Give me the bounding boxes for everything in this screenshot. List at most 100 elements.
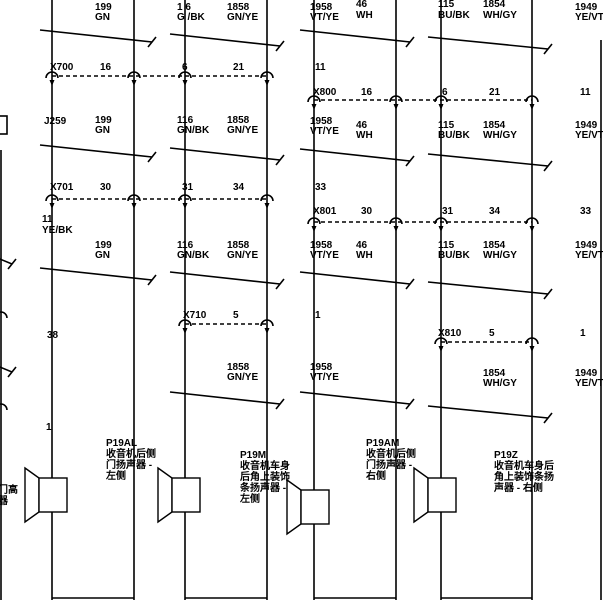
connector-x710-socket-1 bbox=[260, 319, 274, 327]
shield-end-2 bbox=[405, 36, 415, 48]
pin-label-p-x801-34: 34 bbox=[489, 206, 501, 217]
circuit-label-c3c-col: GN/YE bbox=[227, 250, 258, 261]
circuit-label-c6c-col: BU/BK bbox=[438, 250, 470, 261]
shield-end-4 bbox=[147, 151, 157, 163]
circuit-label-c1c-num: 199 bbox=[95, 240, 112, 251]
connector-x801-socket-1 bbox=[389, 217, 403, 225]
pin-label-p-x801: X801 bbox=[313, 206, 337, 217]
pin-label-p-x700-6: 6 bbox=[182, 62, 188, 73]
inline-connectors bbox=[0, 71, 539, 411]
speakers bbox=[24, 466, 457, 536]
pin-label-p-x700-21: 21 bbox=[233, 62, 245, 73]
shield-line-5 bbox=[169, 147, 281, 161]
connector-x701-pin-2 bbox=[182, 203, 188, 209]
component-label-p19am-0: P19AM bbox=[366, 438, 399, 449]
connector-x800-pin-2 bbox=[438, 104, 444, 110]
circuit-label-c8d-num: 1949 bbox=[575, 368, 598, 379]
circuit-label-c8a-col: YE/VT bbox=[575, 12, 603, 23]
connector-x810-socket-0 bbox=[434, 337, 448, 345]
circuit-label-c7c-num: 1854 bbox=[483, 240, 506, 251]
circuit-label-c5b-num: 46 bbox=[356, 120, 368, 131]
connector-x801-socket-3 bbox=[525, 217, 539, 225]
connector-x800-socket-1 bbox=[389, 95, 403, 103]
component-label-p19z-1: 收音机车身后 bbox=[494, 459, 554, 472]
circuit-label-c6a-col: BU/BK bbox=[438, 10, 470, 21]
shield-line-13 bbox=[299, 391, 411, 405]
shield-twists bbox=[0, 29, 553, 424]
connector-x810-socket-1 bbox=[525, 337, 539, 345]
pin-label-p-x810-1: 1 bbox=[580, 328, 586, 339]
component-label-p19z-3: 声器 - 右侧 bbox=[493, 481, 543, 494]
speaker-p19z-body bbox=[427, 477, 457, 513]
connector-x700-socket-0 bbox=[45, 71, 59, 79]
component-label-left-edge-1: 器 bbox=[0, 495, 9, 507]
connector-x801-pin-3 bbox=[529, 226, 535, 232]
shield-end-14 bbox=[543, 412, 553, 424]
circuit-label-c1a-col: GN bbox=[95, 12, 110, 23]
pin-label-p-x800-11: 11 bbox=[580, 87, 591, 98]
circuit-label-c5c-num: 46 bbox=[356, 240, 368, 251]
component-label-p19al-0: P19AL bbox=[106, 438, 137, 449]
component-label-p19al-3: 左侧 bbox=[105, 469, 126, 482]
circuit-label-c8d-col: YE/VT bbox=[575, 378, 603, 389]
circuit-label-c6b-num: 115 bbox=[438, 120, 455, 131]
component-label-p19m-2: 后角上装饰 bbox=[240, 470, 290, 483]
connector-x700-socket-1 bbox=[127, 71, 141, 79]
connector-x800-socket-2 bbox=[434, 95, 448, 103]
connector-x701-pin-1 bbox=[131, 203, 137, 209]
circuit-label-c7c-col: WH/GY bbox=[483, 250, 517, 261]
connector-x701-pin-0 bbox=[49, 203, 55, 209]
circuit-label-c8a-num: 1949 bbox=[575, 2, 598, 13]
connector-x801-pin-1 bbox=[393, 226, 399, 232]
pin-label-p-x701-30: 30 bbox=[100, 182, 112, 193]
pin-label-p-x801-33: 33 bbox=[580, 206, 592, 217]
circuit-label-c6a-num: 115 bbox=[438, 0, 455, 10]
connector-x701-pin-3 bbox=[264, 203, 270, 209]
shield-end-9 bbox=[275, 278, 285, 290]
component-label-p19z-2: 角上装饰条扬 bbox=[494, 470, 554, 483]
pin-label-p-left-1: 1 bbox=[46, 422, 52, 433]
shield-end-0 bbox=[147, 36, 157, 48]
circuit-label-c2b-col: GN/BK bbox=[177, 125, 210, 136]
connector-x700-socket-2 bbox=[178, 71, 192, 79]
circuit-label-c7b-num: 1854 bbox=[483, 120, 506, 131]
connector-x800-socket-0 bbox=[307, 95, 321, 103]
shield-end-3 bbox=[543, 43, 553, 55]
pin-label-p-x800-6: 6 bbox=[442, 87, 448, 98]
shield-end-16 bbox=[7, 366, 17, 378]
circuit-label-c4a-col: VT/YE bbox=[310, 12, 339, 23]
component-label-p19m-0: P19M bbox=[240, 450, 266, 461]
pin-label-p-x701-34: 34 bbox=[233, 182, 245, 193]
circuit-label-c1c-col: GN bbox=[95, 250, 110, 261]
circuit-label-c0c-num: 11 bbox=[42, 214, 53, 225]
connector-x710-pin-0 bbox=[182, 328, 188, 334]
circuit-label-c4c-num: 1958 bbox=[310, 240, 333, 251]
shield-end-12 bbox=[275, 398, 285, 410]
pin-label-p-x810: X810 bbox=[438, 328, 462, 339]
circuit-label-c6c-num: 115 bbox=[438, 240, 455, 251]
connector-x700-socket-3 bbox=[260, 71, 274, 79]
connector-x701-socket-2 bbox=[178, 194, 192, 202]
shield-line-6 bbox=[299, 148, 411, 162]
circuit-label-c8b-col: YE/VT bbox=[575, 130, 603, 141]
circuit-label-c7a-num: 1854 bbox=[483, 0, 506, 10]
pin-label-p-x800: X800 bbox=[313, 87, 337, 98]
shield-end-6 bbox=[405, 155, 415, 167]
circuit-label-c4c-col: VT/YE bbox=[310, 250, 339, 261]
circuit-label-c3b-num: 1858 bbox=[227, 115, 250, 126]
component-label-p19al-2: 门扬声器 - bbox=[106, 458, 152, 471]
circuit-label-c2a-col: G /BK bbox=[177, 12, 206, 23]
connector-x810-pin-1 bbox=[529, 346, 535, 352]
connector-x800-pin-1 bbox=[393, 104, 399, 110]
shield-line-8 bbox=[39, 267, 153, 281]
connector-x801-pin-2 bbox=[438, 226, 444, 232]
circuit-label-c7a-col: WH/GY bbox=[483, 10, 517, 21]
circuit-label-c8c-num: 1949 bbox=[575, 240, 598, 251]
pin-label-p-x710-5: 5 bbox=[233, 310, 239, 321]
connector-x700-pin-3 bbox=[264, 80, 270, 86]
shield-line-12 bbox=[169, 391, 281, 405]
circuit-label-c3d-col: GN/YE bbox=[227, 372, 258, 383]
pin-label-p-x710: X710 bbox=[183, 310, 207, 321]
connector-x701-socket-3 bbox=[260, 194, 274, 202]
